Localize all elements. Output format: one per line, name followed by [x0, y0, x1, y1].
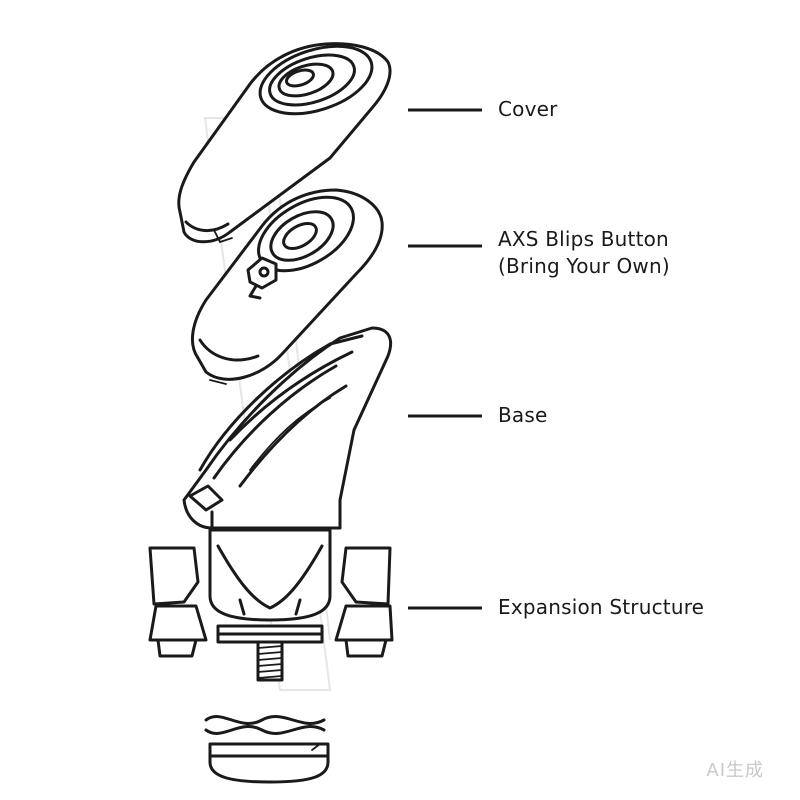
watermark: AI生成	[706, 760, 764, 781]
callout-cover-text: Cover	[498, 97, 558, 121]
cover-part	[177, 42, 392, 244]
callout-cover: Cover	[498, 96, 558, 123]
leader-lines	[408, 108, 482, 610]
callout-blips-line2: (Bring Your Own)	[498, 254, 670, 278]
end-cap-part	[208, 742, 330, 784]
axs-blips-button-part	[191, 188, 384, 385]
callout-expansion-text: Expansion Structure	[498, 595, 705, 619]
base-part	[182, 326, 393, 530]
callout-base: Base	[498, 402, 548, 429]
expansion-structure-part	[148, 528, 394, 682]
callout-base-text: Base	[498, 403, 548, 427]
callout-expansion-structure: Expansion Structure	[498, 594, 704, 621]
callout-blips-line1: AXS Blips Button	[498, 227, 669, 251]
callout-axs-blips-button: AXS Blips Button (Bring Your Own)	[498, 226, 670, 280]
spring-washer-part	[204, 715, 326, 735]
